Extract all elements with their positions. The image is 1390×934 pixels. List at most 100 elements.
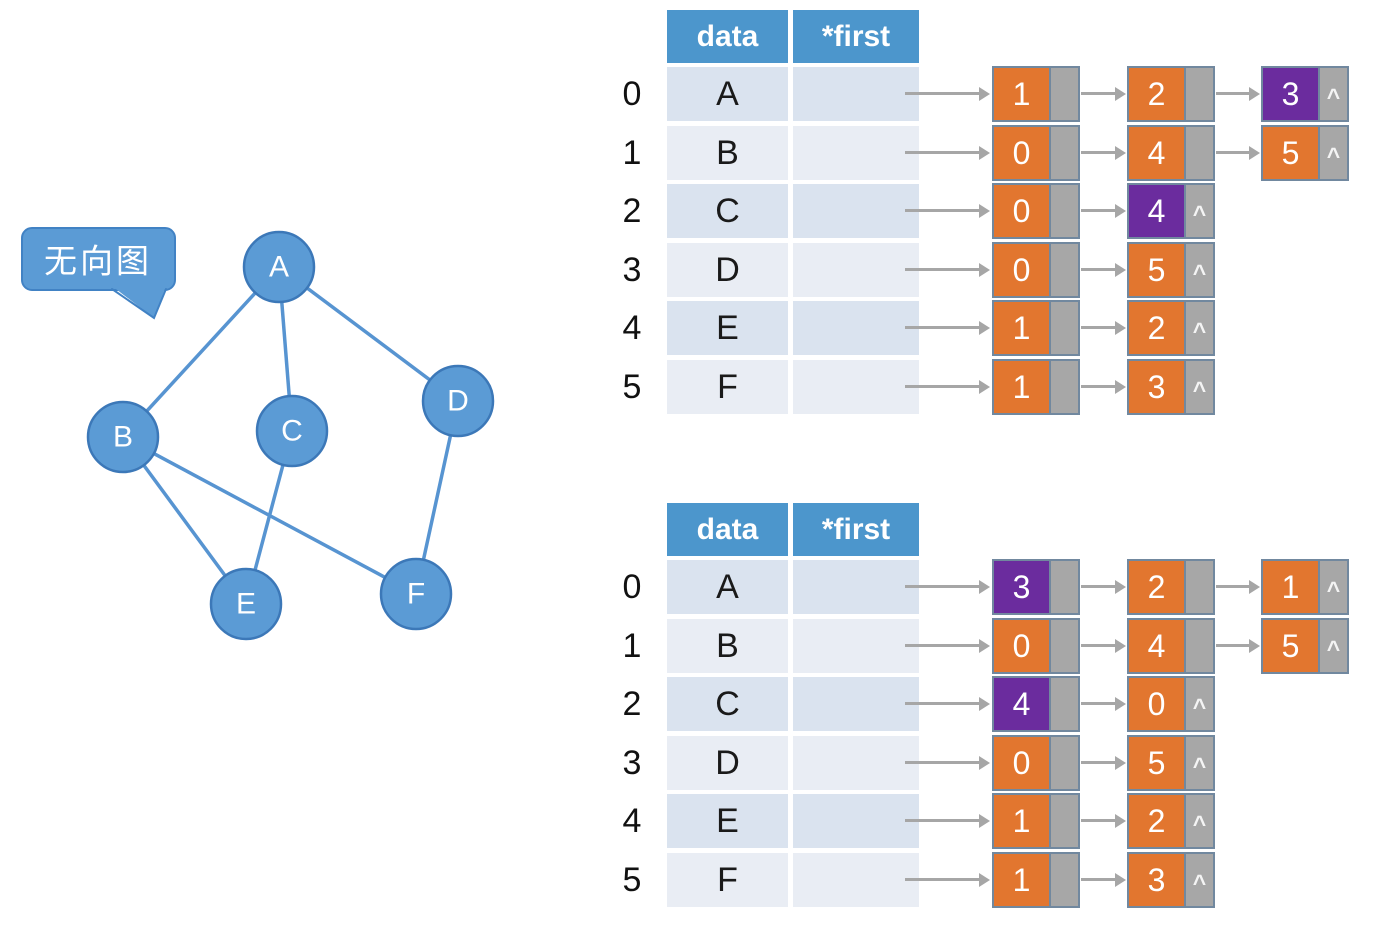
first-pointer-arrow: [905, 702, 981, 705]
speech-bubble-tail-outline: [111, 288, 167, 320]
node-null-pointer: ^: [1186, 852, 1215, 908]
first-pointer-cell: [793, 126, 919, 180]
node-value: 2: [1127, 793, 1186, 849]
first-pointer-cell: [793, 794, 919, 848]
node-value: 3: [1261, 66, 1320, 122]
vertex-cell: B: [667, 126, 788, 180]
row-index: 4: [622, 308, 642, 347]
vertex-cell: E: [667, 794, 788, 848]
node-next-pointer: [1186, 125, 1215, 181]
next-pointer-arrow: [1081, 326, 1117, 329]
list-node: 3^: [1127, 359, 1215, 415]
row-index: 2: [622, 684, 642, 723]
node-next-pointer: [1051, 242, 1080, 298]
vertex-cell: C: [667, 184, 788, 238]
graph-node: [421, 364, 495, 438]
list-node: 4: [1127, 618, 1215, 674]
table1-header-first: *first: [793, 503, 919, 556]
list-node: 1: [992, 359, 1080, 415]
table0-header-first: *first: [793, 10, 919, 63]
speech-bubble: [21, 227, 176, 291]
list-node: 5^: [1261, 618, 1349, 674]
node-value: 1: [992, 852, 1051, 908]
first-pointer-arrow-head: [979, 263, 990, 277]
first-pointer-cell: [793, 360, 919, 414]
node-null-pointer: ^: [1186, 359, 1215, 415]
list-node: 1: [992, 852, 1080, 908]
table0-header-data: data: [667, 10, 788, 63]
first-pointer-arrow-head: [979, 87, 990, 101]
next-pointer-arrow-head: [1115, 873, 1126, 887]
list-node: 1: [992, 300, 1080, 356]
node-value: 3: [1127, 359, 1186, 415]
next-pointer-arrow-head: [1249, 146, 1260, 160]
first-pointer-arrow-head: [979, 380, 990, 394]
list-node: 0: [992, 183, 1080, 239]
node-next-pointer: [1051, 359, 1080, 415]
node-next-pointer: [1051, 618, 1080, 674]
next-pointer-arrow: [1216, 644, 1251, 647]
first-pointer-arrow: [905, 92, 981, 95]
row-index: 0: [622, 567, 642, 606]
node-next-pointer: [1051, 559, 1080, 615]
node-null-pointer: ^: [1320, 125, 1349, 181]
node-value: 3: [992, 559, 1051, 615]
first-pointer-arrow: [905, 151, 981, 154]
first-pointer-cell: [793, 243, 919, 297]
list-node: 1: [992, 66, 1080, 122]
null-marker: ^: [1192, 810, 1207, 837]
next-pointer-arrow: [1081, 761, 1117, 764]
next-pointer-arrow-head: [1115, 580, 1126, 594]
null-marker: ^: [1192, 376, 1207, 403]
next-pointer-arrow: [1216, 92, 1251, 95]
row-index: 3: [622, 250, 642, 289]
list-node: 1: [992, 793, 1080, 849]
next-pointer-arrow-head: [1249, 580, 1260, 594]
row-index: 0: [622, 74, 642, 113]
null-marker: ^: [1326, 83, 1341, 110]
first-pointer-arrow: [905, 878, 981, 881]
list-node: 2: [1127, 559, 1215, 615]
node-value: 5: [1127, 735, 1186, 791]
next-pointer-arrow: [1081, 702, 1117, 705]
graph-edge: [277, 265, 460, 403]
node-null-pointer: ^: [1186, 793, 1215, 849]
list-node: 0: [992, 125, 1080, 181]
list-node: 0: [992, 618, 1080, 674]
bubble-label: 无向图: [44, 243, 152, 280]
first-pointer-arrow-head: [979, 873, 990, 887]
next-pointer-arrow-head: [1115, 87, 1126, 101]
vertex-cell: C: [667, 677, 788, 731]
vertex-cell: A: [667, 67, 788, 121]
next-pointer-arrow-head: [1115, 814, 1126, 828]
list-node: 1^: [1261, 559, 1349, 615]
list-node: 5^: [1127, 242, 1215, 298]
first-pointer-arrow: [905, 819, 981, 822]
list-node: 2^: [1127, 300, 1215, 356]
vertex-cell: B: [667, 619, 788, 673]
node-null-pointer: ^: [1186, 300, 1215, 356]
vertex-cell: F: [667, 360, 788, 414]
first-pointer-arrow-head: [979, 697, 990, 711]
table1-header-data: data: [667, 503, 788, 556]
first-pointer-arrow-head: [979, 204, 990, 218]
first-pointer-cell: [793, 301, 919, 355]
next-pointer-arrow-head: [1115, 639, 1126, 653]
graph-node: [209, 567, 283, 641]
graph-node: [255, 394, 329, 468]
node-value: 4: [992, 676, 1051, 732]
next-pointer-arrow-head: [1115, 756, 1126, 770]
list-node: 4: [992, 676, 1080, 732]
node-value: 0: [992, 183, 1051, 239]
first-pointer-cell: [793, 677, 919, 731]
first-pointer-arrow: [905, 644, 981, 647]
row-index: 1: [622, 626, 642, 665]
next-pointer-arrow: [1081, 209, 1117, 212]
node-value: 0: [992, 735, 1051, 791]
node-value: 2: [1127, 66, 1186, 122]
next-pointer-arrow-head: [1249, 639, 1260, 653]
first-pointer-arrow: [905, 761, 981, 764]
graph-node-label: D: [447, 385, 469, 418]
node-next-pointer: [1051, 66, 1080, 122]
